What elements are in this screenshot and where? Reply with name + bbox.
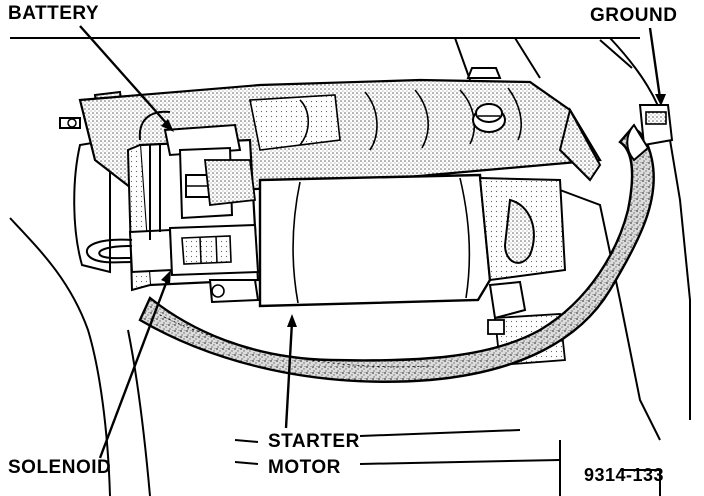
ground-terminal xyxy=(626,104,674,162)
mounting-bolt-top xyxy=(466,67,506,133)
engine-block-outline xyxy=(9,37,691,496)
starter-label-line1: STARTER xyxy=(268,431,360,452)
solenoid-label: SOLENOID xyxy=(8,457,112,478)
trigger-wire xyxy=(85,238,133,264)
starter-motor-body xyxy=(258,173,567,366)
ground-cable xyxy=(138,126,655,383)
starter-label-line2: MOTOR xyxy=(268,457,341,478)
figure-id: 9314-133 xyxy=(584,465,665,485)
solenoid-assembly xyxy=(126,110,260,304)
ground-label: GROUND xyxy=(590,5,678,26)
leader-lines xyxy=(79,25,666,459)
battery-label: BATTERY xyxy=(8,3,100,24)
